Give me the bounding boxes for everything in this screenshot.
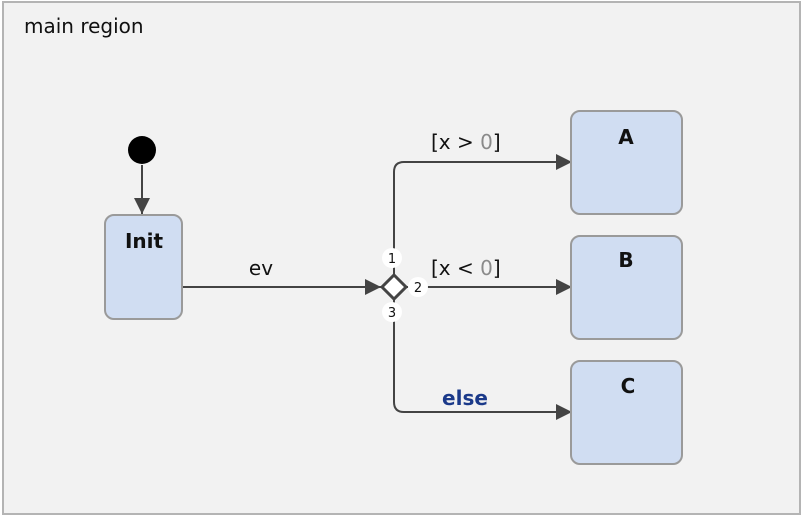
transition-to-c[interactable]	[393, 300, 572, 420]
state-c[interactable]: C	[570, 360, 683, 465]
transition-to-a[interactable]	[393, 154, 572, 274]
guard-b-open: [x <	[431, 256, 480, 280]
state-a[interactable]: A	[570, 110, 683, 215]
guard-label-b: [x < 0]	[431, 256, 501, 280]
region-label: main region	[24, 14, 144, 38]
initial-node[interactable]	[128, 136, 156, 164]
state-init[interactable]: Init	[104, 214, 183, 320]
state-init-label: Init	[125, 229, 164, 253]
choice-port-2: 2	[408, 277, 428, 297]
choice-port-3-label: 3	[388, 306, 396, 321]
choice-node[interactable]	[379, 272, 409, 302]
guard-a-number: 0	[480, 130, 493, 154]
guard-b-number: 0	[480, 256, 493, 280]
state-a-label: A	[618, 125, 634, 149]
guard-a-close: ]	[493, 130, 501, 154]
else-label: else	[442, 386, 488, 410]
guard-label-a: [x > 0]	[431, 130, 501, 154]
choice-port-2-label: 2	[414, 281, 422, 296]
state-b-label: B	[618, 248, 633, 272]
state-c-label: C	[621, 374, 636, 398]
state-b[interactable]: B	[570, 235, 683, 340]
guard-a-open: [x >	[431, 130, 480, 154]
choice-port-1: 1	[382, 248, 402, 268]
transition-ev-label: ev	[249, 256, 273, 280]
choice-port-3: 3	[382, 302, 402, 322]
choice-port-1-label: 1	[388, 252, 396, 267]
guard-b-close: ]	[493, 256, 501, 280]
